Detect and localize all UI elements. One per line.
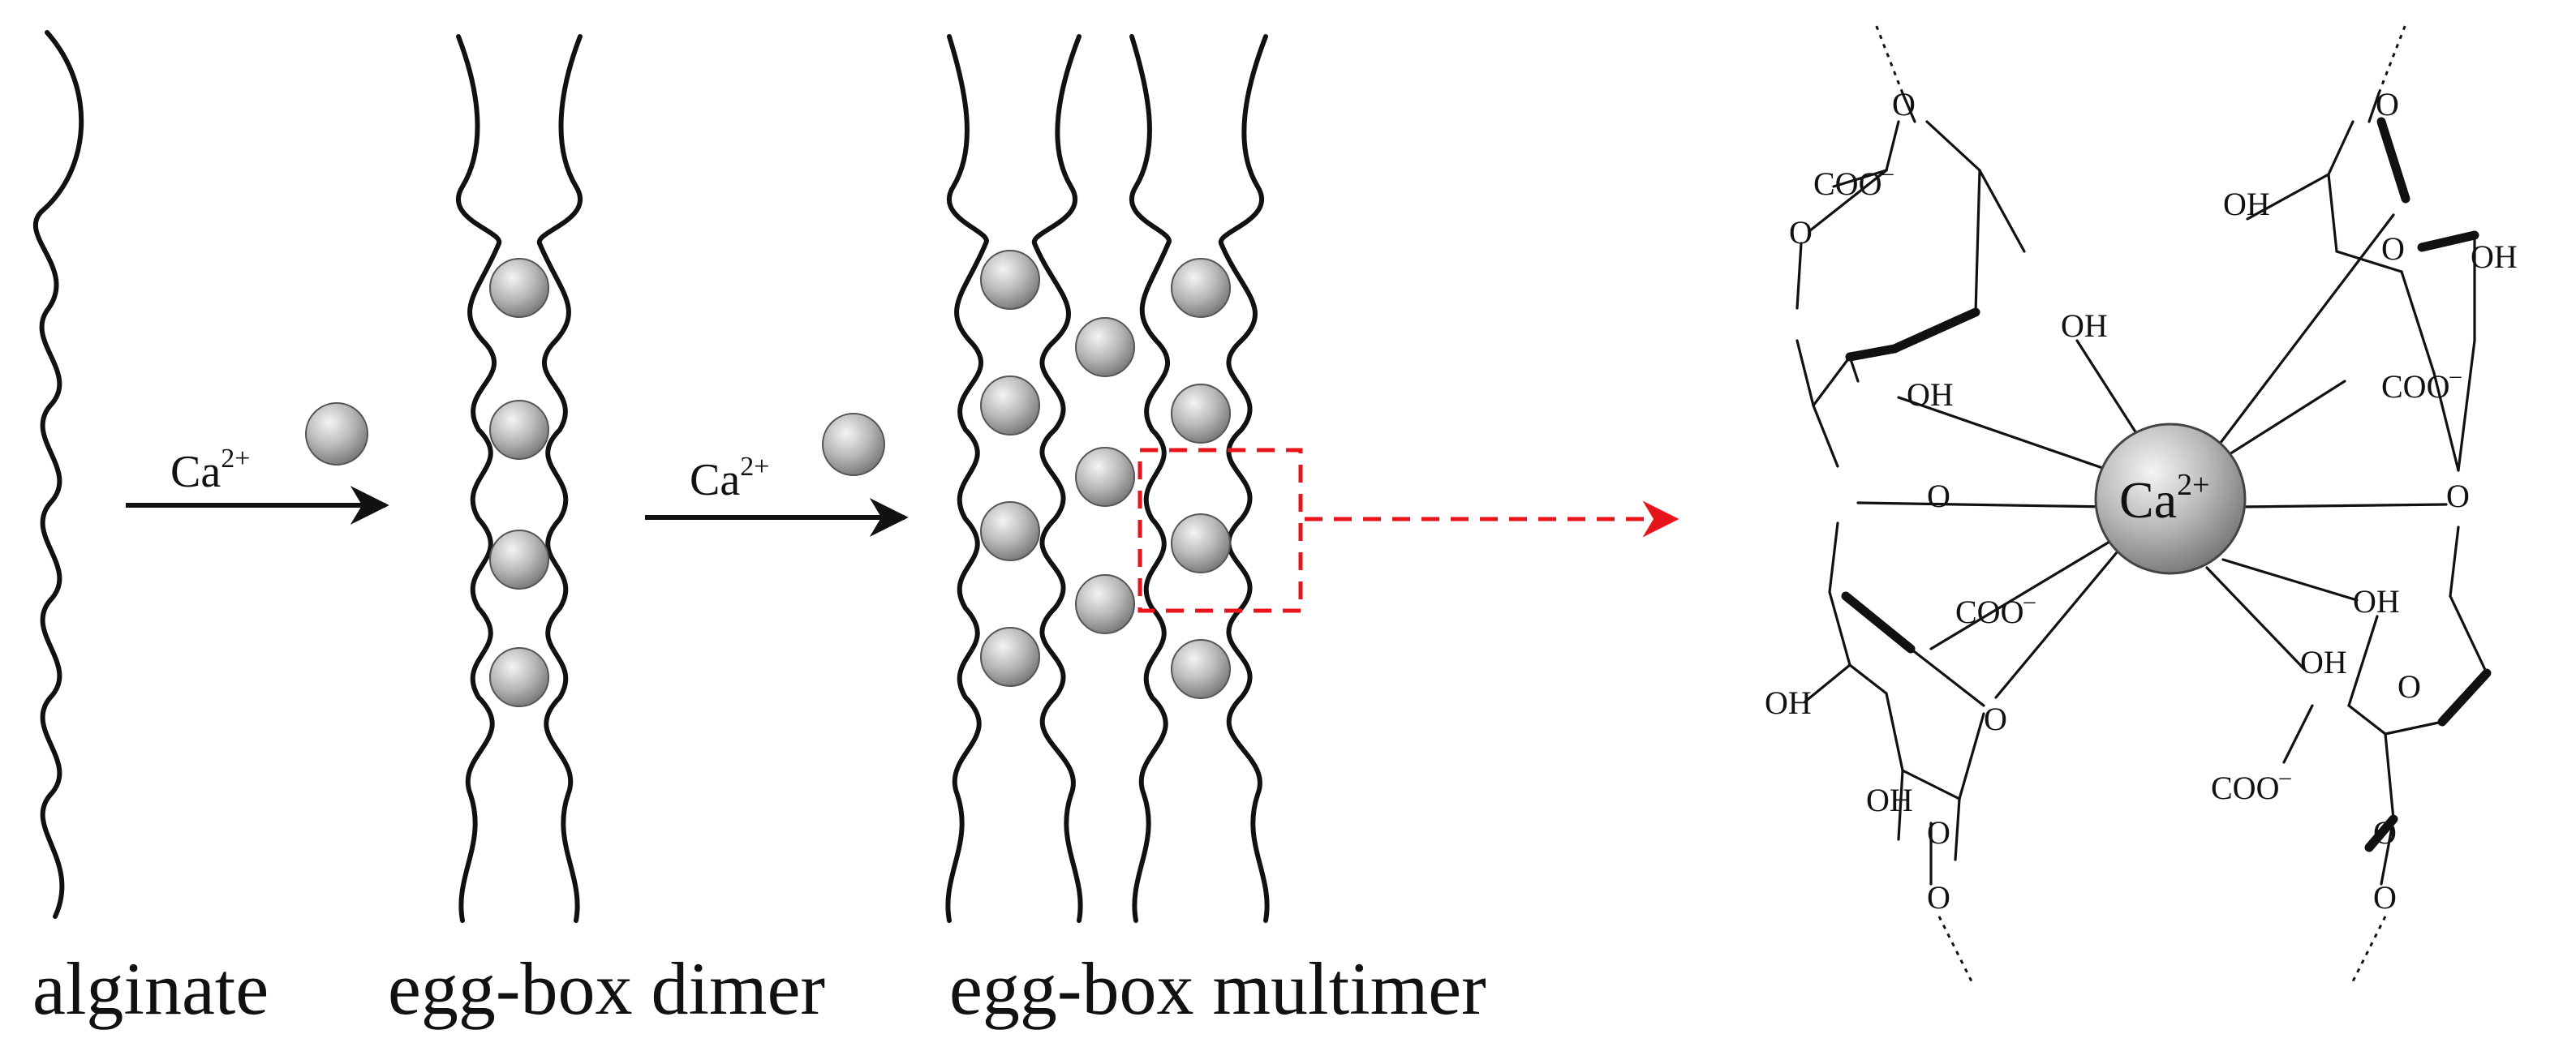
carboxylate-label: COO– (1813, 161, 1894, 202)
hydroxyl-label: OH (2061, 307, 2108, 344)
atom-o: O (2373, 879, 2397, 916)
reaction-arrow-2: Ca2+ (645, 413, 909, 537)
atom-o: O (1789, 214, 1813, 251)
hydroxyl-label: OH (2300, 644, 2347, 680)
zoom-highlight (1137, 448, 1679, 613)
calcium-ion-icon (1171, 639, 1231, 699)
calcium-ion-icon (489, 400, 549, 460)
hydroxyl-label: OH (1907, 376, 1954, 413)
calcium-ion-icon (980, 501, 1040, 561)
calcium-ion-icon (980, 250, 1040, 310)
central-ion-label: Ca2+ (2119, 468, 2210, 529)
alginate-label: alginate (32, 947, 269, 1030)
calcium-ion-icon (489, 530, 549, 590)
arrow-1-ion-label: Ca2+ (170, 444, 250, 497)
carboxylate-label: COO– (1955, 589, 2036, 630)
carboxylate-label: COO– (2211, 765, 2291, 806)
central-calcium-ion-icon (2094, 423, 2247, 575)
calcium-ion-icon (489, 647, 549, 707)
calcium-ion-icon (1171, 384, 1231, 444)
calcium-ion-icon (1171, 258, 1231, 318)
calcium-ion-icon (980, 375, 1040, 436)
atom-o: O (2373, 814, 2397, 851)
atom-o: O (2398, 668, 2421, 705)
calcium-ion-icon (489, 258, 549, 318)
reaction-arrow-1: Ca2+ (126, 402, 389, 525)
hydroxyl-label: OH (2353, 583, 2400, 620)
egg-box-multimer (945, 34, 1270, 923)
calcium-ion-icon (1075, 317, 1135, 377)
calcium-ion-icon (822, 413, 885, 476)
atom-o: O (1892, 86, 1916, 122)
atom-o: O (1927, 478, 1950, 514)
arrow-2-ion-label: Ca2+ (690, 452, 769, 505)
egg-box-multimer-label: egg-box multimer (949, 947, 1486, 1030)
molecular-structure: Ca2+ O O O O O O O O O O O O COO– COO– C… (1765, 24, 2518, 982)
egg-box-dimer-label: egg-box dimer (388, 947, 825, 1030)
calcium-ion-icon (1171, 513, 1231, 573)
carboxylate-label: COO– (2381, 363, 2462, 405)
atom-o: O (2376, 86, 2399, 122)
atom-o: O (2446, 478, 2470, 514)
hydroxyl-label: OH (1866, 782, 1913, 818)
hydroxyl-label: OH (2223, 186, 2270, 222)
calcium-ion-icon (1075, 447, 1135, 507)
calcium-ion-icon (1075, 574, 1135, 634)
atom-o: O (1984, 701, 2007, 737)
calcium-ion-icon (980, 627, 1040, 687)
calcium-ion-icon (305, 402, 368, 466)
alginate-chain (33, 30, 84, 919)
atom-o: O (1927, 814, 1950, 851)
hydroxyl-label: OH (2471, 238, 2518, 275)
atom-o: O (1927, 879, 1950, 916)
atom-o: O (2381, 230, 2405, 267)
highlight-box (1137, 448, 1303, 613)
hydroxyl-label: OH (1765, 684, 1812, 721)
egg-box-dimer (456, 34, 583, 923)
